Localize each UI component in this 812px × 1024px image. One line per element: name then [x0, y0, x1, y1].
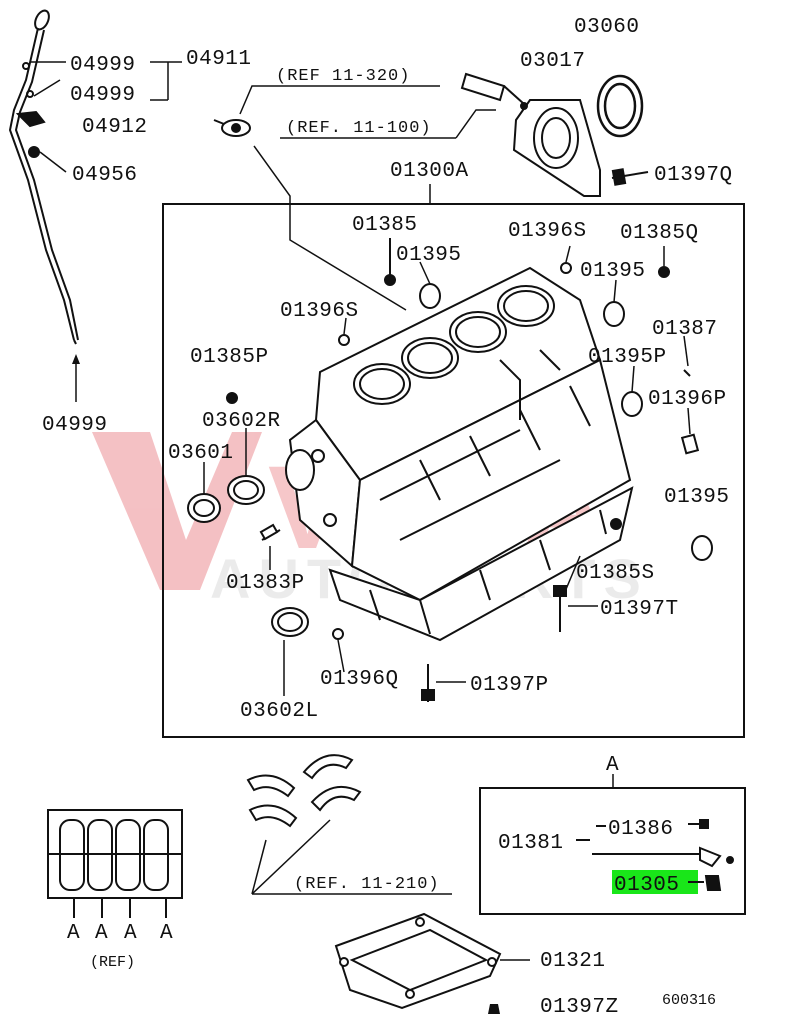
label-01385: 01385 — [352, 214, 418, 237]
figure-code: 600316 — [662, 992, 716, 1009]
label-01381: 01381 — [498, 832, 564, 855]
label-01396s-right: 01396S — [508, 220, 587, 243]
label-01385s: 01385S — [576, 562, 655, 585]
label-01397z: 01397Z — [540, 996, 619, 1019]
label-01305: 01305 — [614, 874, 680, 897]
ref-leaders — [239, 85, 496, 311]
label-01385q: 01385Q — [620, 222, 699, 245]
label-03017: 03017 — [520, 50, 586, 73]
bearing-ref-leaders — [251, 819, 452, 895]
label-01395-right: 01395 — [580, 260, 646, 283]
cylinder-block-frame — [162, 203, 745, 738]
bearing-marker-a-3: A — [124, 922, 137, 945]
label-03060: 03060 — [574, 16, 640, 39]
bearing-marker-a-1: A — [67, 922, 80, 945]
oil-baffle-drawing — [334, 912, 502, 1010]
label-01385p: 01385P — [190, 346, 269, 369]
label-04912: 04912 — [82, 116, 148, 139]
label-04999-bottom: 04999 — [42, 414, 108, 437]
block-leader-lines — [203, 245, 691, 696]
label-01397t: 01397T — [600, 598, 679, 621]
oil-seal-case-icon — [512, 99, 601, 197]
dipstick-drawing — [8, 9, 79, 345]
label-01300a: 01300A — [390, 160, 469, 183]
label-01321: 01321 — [540, 950, 606, 973]
bolt-01397z-icon — [488, 1004, 500, 1014]
ref-11-210: (REF. 11-210) — [294, 875, 440, 894]
bearing-marker-a-4: A — [160, 922, 173, 945]
label-04999-mid: 04999 — [70, 84, 136, 107]
label-01396s-left: 01396S — [280, 300, 359, 323]
highlight-01305 — [612, 870, 698, 894]
label-04911: 04911 — [186, 48, 252, 71]
detail-a-parts — [576, 819, 734, 891]
label-03602l: 03602L — [240, 700, 319, 723]
label-01395-top: 01395 — [396, 244, 462, 267]
label-03601: 03601 — [168, 442, 234, 465]
sensor-part-icon — [213, 119, 251, 137]
bearing-marker-a-2: A — [95, 922, 108, 945]
dipstick-leader-lines — [30, 61, 182, 402]
block-small-parts — [187, 238, 713, 702]
label-01396p: 01396P — [648, 388, 727, 411]
label-01397p: 01397P — [470, 674, 549, 697]
label-04999-top: 04999 — [70, 54, 136, 77]
dipstick-arrow — [72, 354, 80, 364]
oil-seal-ring-icon — [596, 74, 644, 138]
ref-11-320: (REF 11-320) — [276, 67, 410, 86]
label-01395p: 01395P — [588, 346, 667, 369]
watermark-v-logo — [92, 432, 262, 590]
ref-11-100: (REF. 11-100) — [286, 119, 432, 138]
label-03602r: 03602R — [202, 410, 281, 433]
bearing-position-drawing — [47, 809, 183, 918]
label-01397q: 01397Q — [654, 164, 733, 187]
label-01383p: 01383P — [226, 572, 305, 595]
label-01387: 01387 — [652, 318, 718, 341]
bolt-01397q-icon — [611, 168, 649, 186]
label-01396q: 01396Q — [320, 668, 399, 691]
engine-block-drawing — [285, 266, 634, 642]
detail-a-marker: A — [606, 754, 619, 777]
label-04956: 04956 — [72, 164, 138, 187]
bearing-position-caption: (REF) — [90, 954, 135, 971]
sealant-tube-icon — [460, 72, 528, 110]
label-01395-bottom: 01395 — [664, 486, 730, 509]
label-01386: 01386 — [608, 818, 674, 841]
bearing-shells-drawing — [246, 754, 362, 828]
